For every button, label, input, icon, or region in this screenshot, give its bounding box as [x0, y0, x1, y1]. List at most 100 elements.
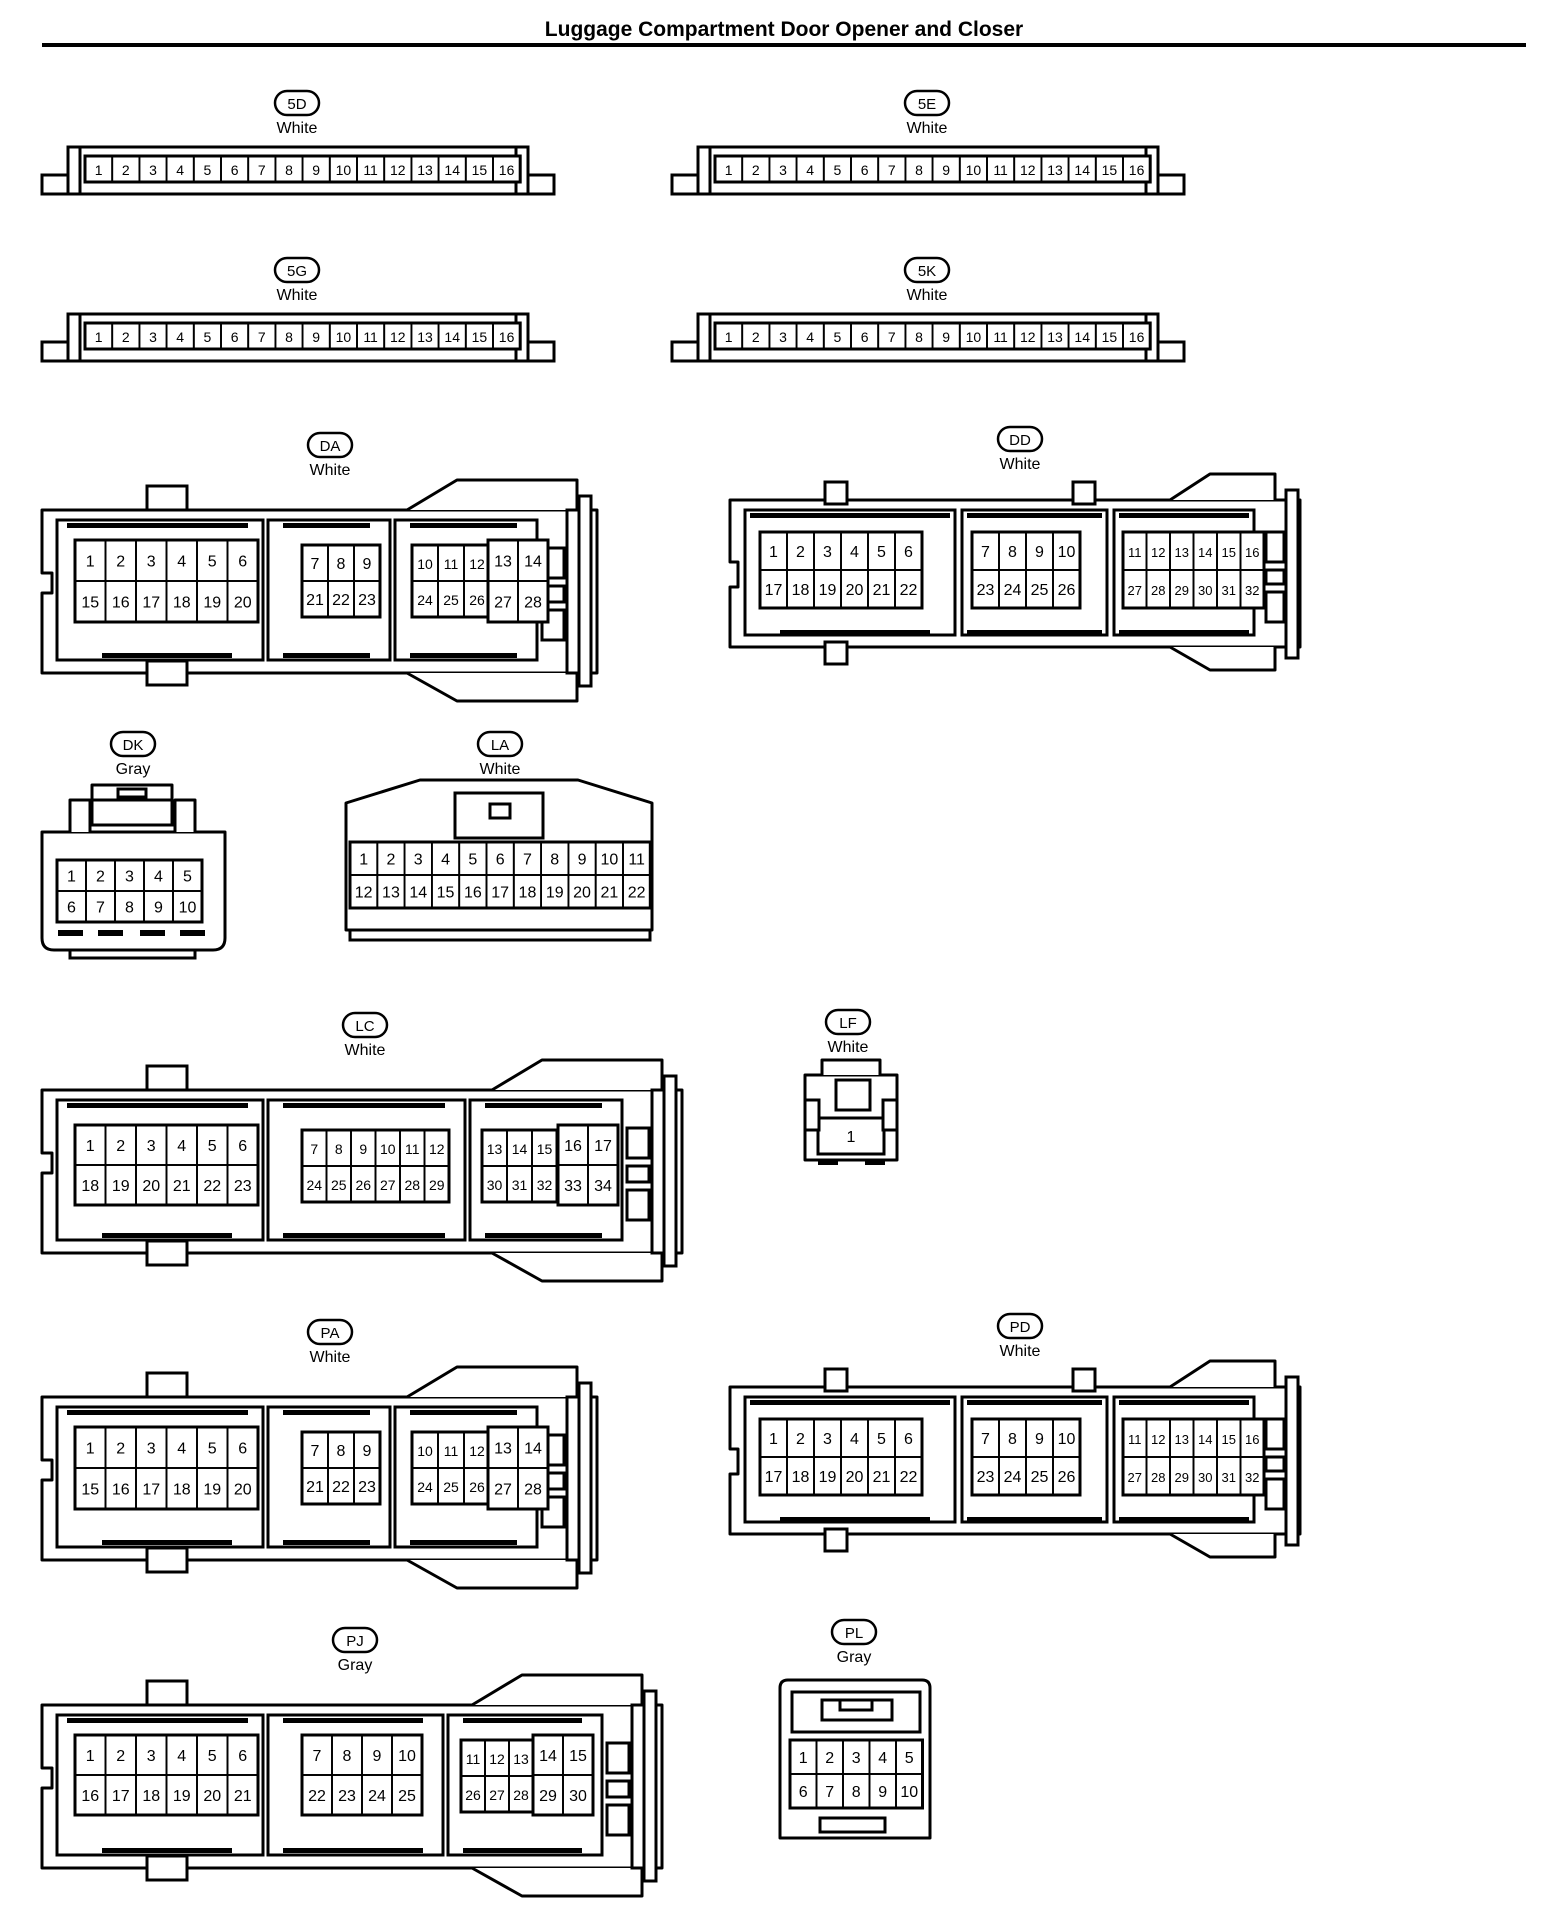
- pin-number: 7: [310, 1141, 318, 1157]
- pin-number: 4: [878, 1750, 887, 1767]
- pin-number: 5: [208, 1748, 217, 1765]
- housing-rib: [140, 930, 165, 936]
- lock-dome: [471, 1673, 644, 1707]
- pin-number: 8: [285, 329, 293, 345]
- pin-number: 25: [1031, 582, 1049, 599]
- pin-number: 8: [343, 1748, 352, 1765]
- pin-number: 16: [1245, 1432, 1259, 1447]
- pin-number: 16: [1129, 329, 1145, 345]
- pin-number: 5: [183, 869, 192, 886]
- connector-id-badge: [903, 256, 951, 284]
- housing-rib: [410, 523, 517, 528]
- pin-number: 22: [308, 1788, 326, 1805]
- pin-number: 21: [173, 1178, 191, 1195]
- pin-number: 27: [1128, 583, 1142, 598]
- pin-number: 2: [116, 1441, 125, 1458]
- connector-id-badge: [824, 1008, 872, 1036]
- pin-number: 13: [1047, 329, 1063, 345]
- page-title: Luggage Compartment Door Opener and Clos…: [545, 18, 1023, 41]
- lock-window: [1264, 1417, 1286, 1451]
- pin-number: 5: [834, 329, 842, 345]
- pin-number: 28: [513, 1787, 529, 1803]
- pin-number: 18: [81, 1178, 99, 1195]
- housing-rib: [1119, 1517, 1249, 1522]
- connector-id-badge: [273, 256, 321, 284]
- pin-number: 16: [464, 885, 482, 902]
- pin-cell: [226, 1774, 259, 1816]
- pin-number: 12: [390, 162, 406, 178]
- housing-rib: [102, 1540, 232, 1545]
- pin-number: 11: [444, 1443, 459, 1459]
- pin-number: 29: [1175, 1470, 1189, 1485]
- pin-number: 14: [524, 554, 542, 571]
- connector-id-badge: [109, 730, 157, 758]
- pin-number: 14: [1198, 1432, 1212, 1447]
- pin-number: 2: [752, 329, 760, 345]
- pin-number: 8: [337, 1443, 346, 1460]
- side-rail: [662, 1074, 678, 1268]
- pin-number: 16: [499, 329, 515, 345]
- pin-cell: [1122, 155, 1152, 183]
- latch-tab: [838, 1698, 874, 1712]
- pin-number: 9: [359, 1141, 367, 1157]
- pin-number: 17: [491, 885, 509, 902]
- pin-number: 5: [204, 162, 212, 178]
- side-rail: [642, 1689, 658, 1883]
- pin-number: 4: [850, 1431, 859, 1448]
- pin-number: 5: [208, 1138, 217, 1155]
- pin-cell: [1052, 1456, 1081, 1496]
- housing-rib: [283, 1410, 370, 1415]
- pin-number: 13: [487, 1141, 503, 1157]
- pin-number: 1: [86, 1138, 95, 1155]
- housing-rib: [818, 1160, 838, 1165]
- connector-id-badge: [306, 1318, 354, 1346]
- pin-cell: [226, 580, 259, 623]
- pin-number: 3: [147, 554, 156, 571]
- lock-window: [1264, 1477, 1286, 1511]
- housing-rib: [865, 1160, 885, 1165]
- housing-rib: [1119, 630, 1249, 635]
- pin-number: 16: [112, 1482, 130, 1499]
- pin-number: 9: [1035, 1431, 1044, 1448]
- pin-number: 31: [1222, 583, 1236, 598]
- pin-number: 10: [1058, 544, 1076, 561]
- housing-base: [348, 928, 652, 942]
- pin-number: 5: [204, 329, 212, 345]
- pin-number: 24: [417, 592, 433, 608]
- latch-tab: [823, 1367, 849, 1393]
- pin-number: 9: [373, 1748, 382, 1765]
- pin-number: 3: [147, 1748, 156, 1765]
- pin-number: 6: [861, 162, 869, 178]
- connector-id-badge: [903, 89, 951, 117]
- pin-number: 3: [779, 329, 787, 345]
- pin-number: 3: [147, 1138, 156, 1155]
- lock-dome: [1169, 1532, 1277, 1559]
- pin-number: 1: [725, 329, 733, 345]
- pin-cell: [1122, 322, 1152, 350]
- connector-color: White: [277, 287, 318, 304]
- pin-number: 18: [173, 1482, 191, 1499]
- pin-cell: [391, 1774, 423, 1816]
- pin-number: 3: [823, 1431, 832, 1448]
- pin-number: 11: [363, 162, 378, 178]
- pin-number: 13: [513, 1751, 529, 1767]
- pin-number: 8: [335, 1141, 343, 1157]
- pin-number: 10: [336, 329, 352, 345]
- pin-number: 13: [417, 329, 433, 345]
- housing-rib: [58, 930, 83, 936]
- pin-number: 17: [765, 582, 783, 599]
- pin-number: 13: [1175, 1432, 1189, 1447]
- pin-number: 1: [95, 162, 103, 178]
- pin-number: 12: [1020, 162, 1036, 178]
- housing-rib: [410, 653, 517, 658]
- pin-number: 26: [465, 1787, 481, 1803]
- latch-tab: [145, 1546, 189, 1574]
- connector-color: White: [310, 1349, 351, 1366]
- pin-number: 21: [600, 885, 618, 902]
